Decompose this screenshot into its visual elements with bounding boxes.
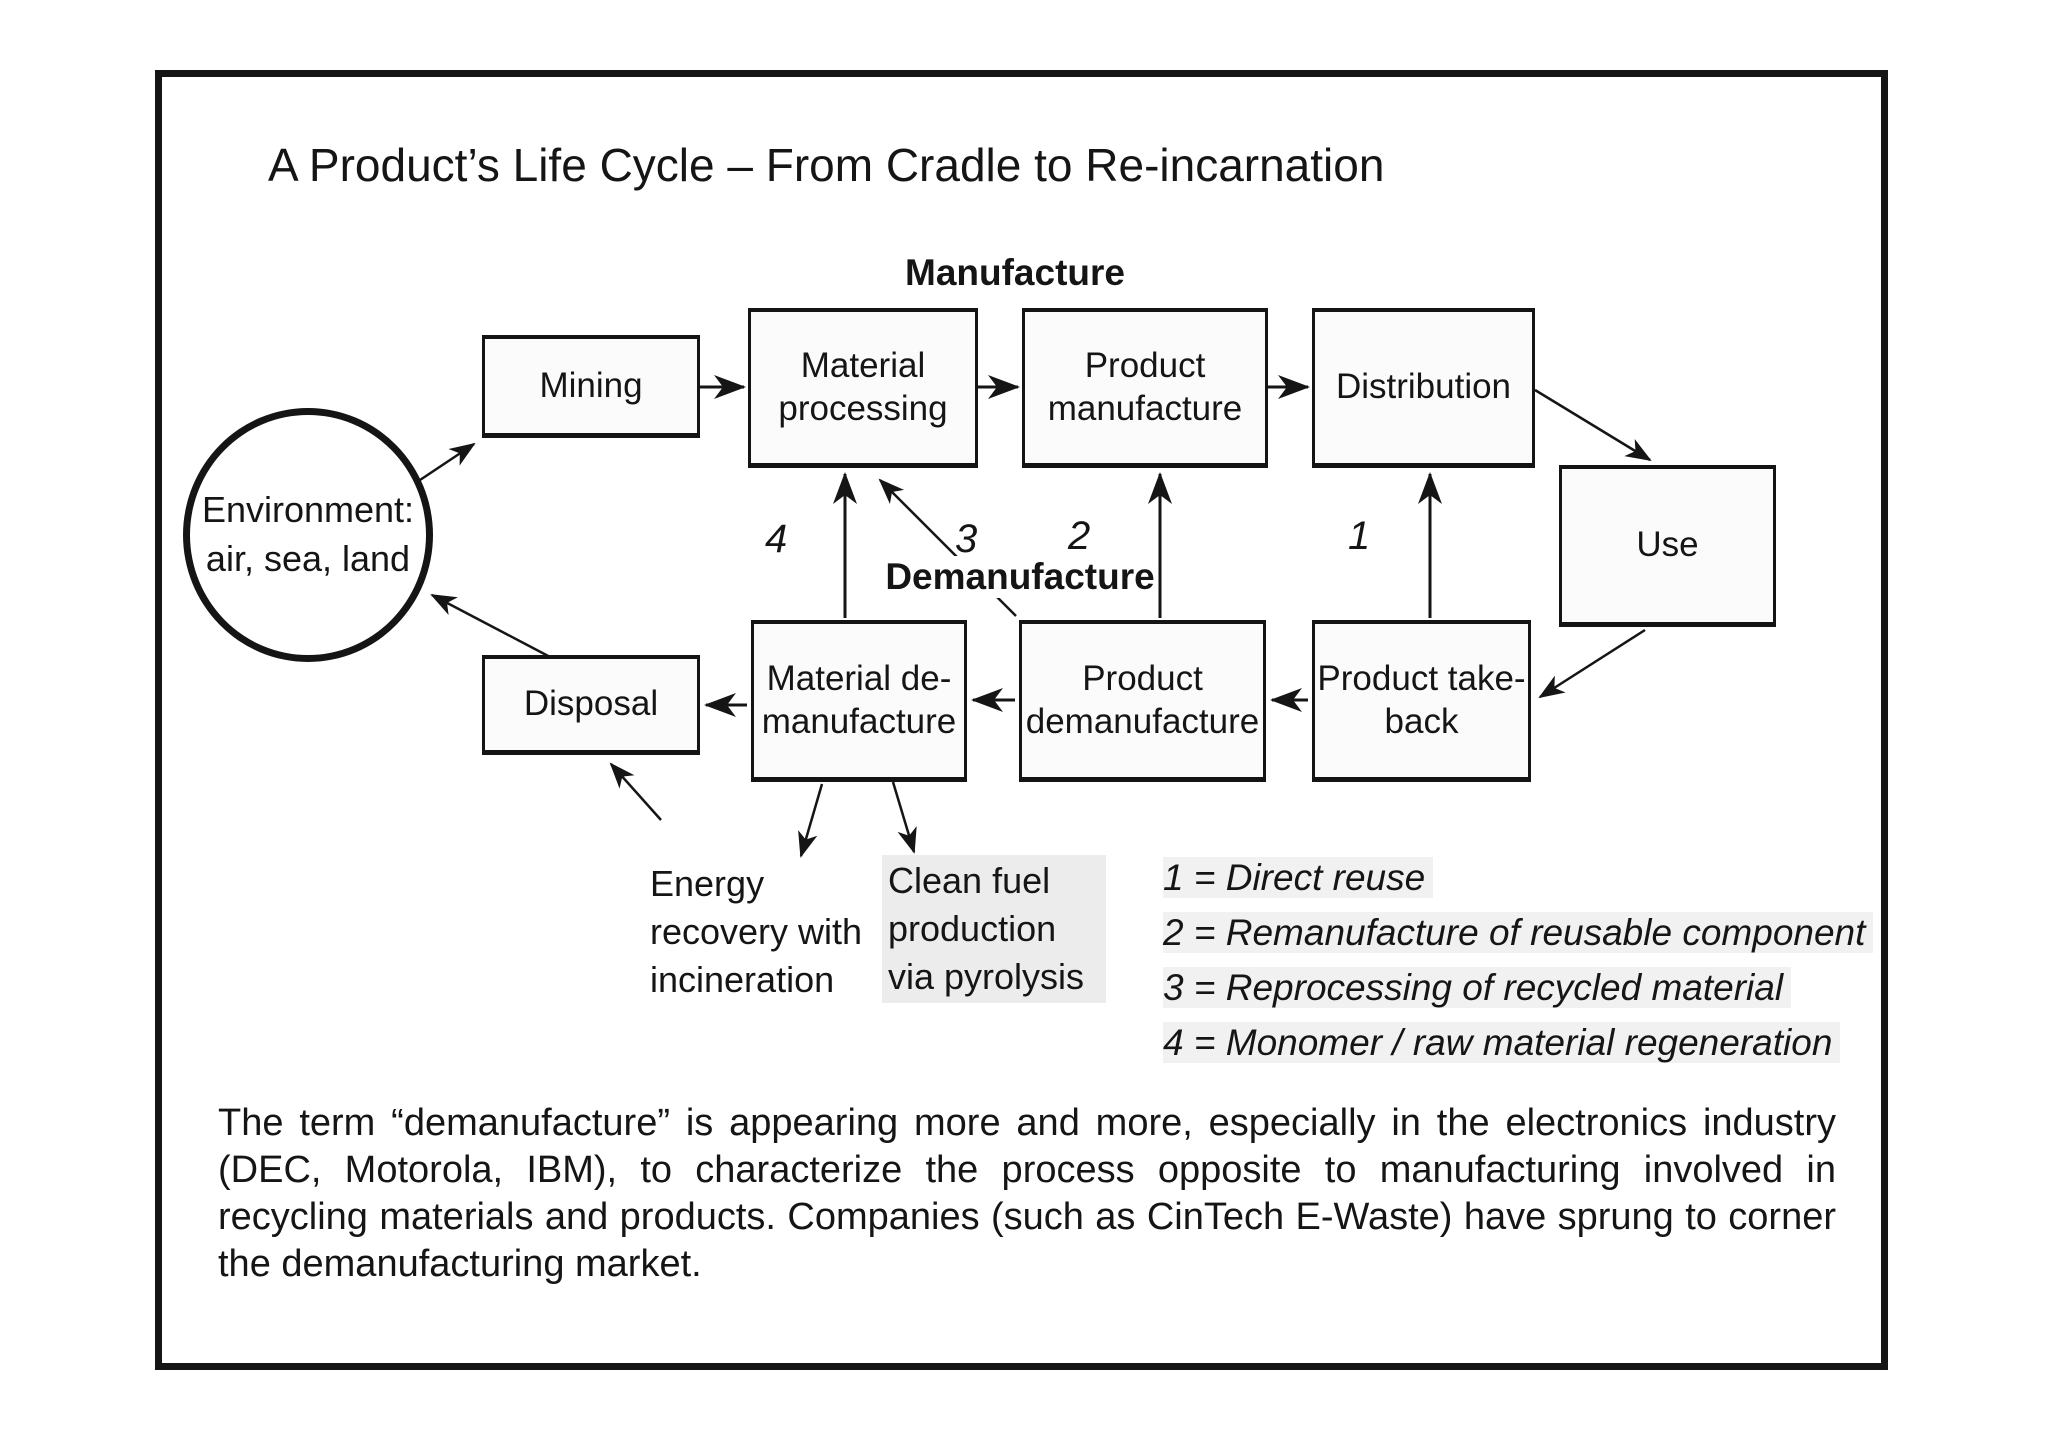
box-mining-label: Mining (539, 365, 643, 405)
environment-line2: air, sea, land (205, 538, 411, 579)
box-mining: Mining (482, 335, 700, 438)
body-paragraph: The term “demanufacture” is appearing mo… (218, 1102, 1836, 1285)
box-material-processing: Material processing (748, 308, 978, 468)
clean-fuel-line3: via pyrolysis (888, 956, 1085, 997)
page-title: A Product’s Life Cycle – From Cradle to … (268, 139, 1385, 191)
box-material-demanufacture-label: Material de-manufacture (761, 658, 957, 741)
route-number-3: 3 (955, 517, 978, 561)
route-number-4: 4 (765, 517, 788, 561)
environment-circle: Environment: air, sea, land (183, 408, 433, 662)
box-product-manufacture-label: Product manufacture (1047, 345, 1243, 428)
box-use-label: Use (1636, 525, 1699, 565)
arrow-use-to-product-takeback (1538, 628, 1646, 699)
energy-recovery-line1: Energy (650, 863, 765, 904)
box-disposal: Disposal (482, 655, 700, 755)
box-product-demanufacture-label: Product demanufacture (1025, 658, 1260, 741)
legend-item-3: 3 = Reprocessing of recycled material (1163, 960, 1873, 1015)
energy-recovery-label: Energy recovery with incineration (650, 860, 900, 1004)
arrow-energy-to-disposal (609, 762, 662, 821)
energy-recovery-line2: recovery with (650, 911, 863, 952)
box-product-demanufacture: Product demanufacture (1019, 620, 1266, 782)
clean-fuel-label: Clean fuel production via pyrolysis (882, 855, 1106, 1003)
environment-line1: Environment: (201, 489, 415, 531)
arrow-distribution-to-use (1534, 388, 1652, 462)
box-distribution-label: Distribution (1335, 367, 1512, 407)
legend-item-1: 1 = Direct reuse (1163, 850, 1873, 905)
arrow-environment-to-mining (419, 442, 476, 482)
box-product-takeback-label: Product take-back (1317, 658, 1526, 741)
clean-fuel-line1: Clean fuel (888, 860, 1051, 901)
box-product-manufacture: Product manufacture (1022, 308, 1268, 468)
box-product-takeback: Product take-back (1312, 620, 1531, 782)
arrow-disposal-to-environment (430, 593, 553, 660)
clean-fuel-line2: production (888, 908, 1057, 949)
demanufacture-label: Demanufacture (885, 556, 1155, 598)
legend-item-2: 2 = Remanufacture of reusable component (1163, 905, 1874, 960)
route-legend: 1 = Direct reuse 2 = Remanufacture of re… (1163, 850, 1874, 1070)
box-use: Use (1559, 465, 1776, 627)
box-material-processing-label: Material processing (778, 345, 948, 428)
manufacture-label: Manufacture (905, 252, 1125, 293)
box-disposal-label: Disposal (523, 684, 659, 724)
arrow-to-clean-fuel (891, 781, 917, 854)
route-number-2: 2 (1068, 514, 1091, 558)
arrow-to-energy-recovery (798, 783, 824, 858)
box-distribution: Distribution (1312, 308, 1535, 468)
energy-recovery-line3: incineration (650, 959, 835, 1000)
box-material-demanufacture: Material de-manufacture (751, 620, 967, 782)
legend-item-4: 4 = Monomer / raw material regeneration (1163, 1015, 1873, 1070)
route-number-1: 1 (1348, 514, 1371, 558)
